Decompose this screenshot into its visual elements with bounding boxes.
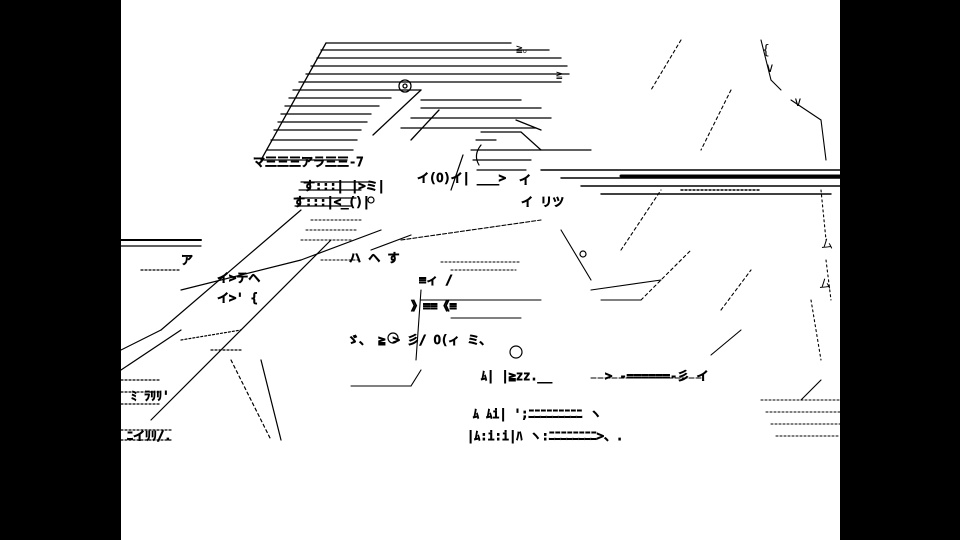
face: [295, 132, 591, 358]
svg-text:∨: ∨: [794, 95, 802, 110]
svg-text:す:::|<_()|: す:::|<_()|: [293, 195, 370, 209]
svg-text:イ リツ: イ リツ: [521, 195, 564, 209]
svg-text:{: {: [762, 43, 770, 58]
blade: [541, 170, 840, 194]
svg-text:ゞ、 ≧ > 彡/ O(ィ ミ、: ゞ、 ≧ > 彡/ O(ィ ミ、: [347, 333, 491, 347]
svg-text:∨: ∨: [766, 61, 774, 76]
svg-text:≡ィ /: ≡ィ /: [419, 273, 453, 287]
hair: [261, 43, 569, 160]
svg-text:≧。: ≧。: [516, 42, 534, 55]
ascii-art-figure: ≧。 ≧: [121, 0, 840, 444]
svg-text:ム: ム: [819, 277, 831, 291]
svg-text:す:::| |>ミ|: す:::| |>ミ|: [303, 179, 385, 193]
svg-text:イ: イ: [519, 173, 531, 187]
svg-text:ム: ム: [821, 237, 833, 251]
svg-text:マ三三三アラ三三-7: マ三三三アラ三三-7: [253, 155, 363, 169]
ascii-art-canvas: ≧。 ≧: [121, 0, 840, 540]
torso: [301, 190, 751, 386]
svg-text:ﾑ ﾑi| ';ﾆﾆﾆﾆﾆﾆﾆﾆﾆ ヽ: ﾑ ﾑi| ';ﾆﾆﾆﾆﾆﾆﾆﾆﾆ ヽ: [473, 407, 602, 421]
svg-text:イ(O)イ| ___>: イ(O)イ| ___>: [417, 171, 506, 185]
svg-text:ﾐ ﾗﾘﾘ': ﾐ ﾗﾘﾘ': [131, 389, 169, 403]
right-figure: { ∨ ∨ ム ム: [651, 40, 840, 436]
svg-text:|ﾑ:i:i|ﾊ ヽ:ﾆﾆﾆﾆﾆﾆﾆﾆ>、.: |ﾑ:i:i|ﾊ ヽ:ﾆﾆﾆﾆﾆﾆﾆﾆ>、.: [467, 429, 623, 443]
svg-text:ﾆイﾘﾘ/.: ﾆイﾘﾘ/.: [127, 429, 171, 443]
svg-text:ﾑ| |≧zz.__: ﾑ| |≧zz.__: [481, 369, 553, 383]
svg-text:ハ ヘ す: ハ ヘ す: [349, 251, 399, 265]
left-arm: [121, 210, 381, 440]
svg-text:イ>テヘ: イ>テヘ: [217, 271, 260, 285]
svg-text:》≡≡《≡: 》≡≡《≡: [411, 299, 457, 313]
svg-text:ア: ア: [181, 253, 193, 267]
svg-text:イ>' {: イ>' {: [217, 291, 258, 305]
hair-ornament-icon: ≧。 ≧: [399, 42, 563, 92]
svg-text:≧: ≧: [556, 68, 563, 81]
lower-ascii: ﾑ| |≧zz.__ ﾑ ﾑi| ';ﾆﾆﾆﾆﾆﾆﾆﾆﾆ ヽ |ﾑ:i:i|ﾊ …: [127, 155, 709, 444]
svg-text:> -======-彡 イ: > -======-彡 イ: [605, 369, 708, 383]
